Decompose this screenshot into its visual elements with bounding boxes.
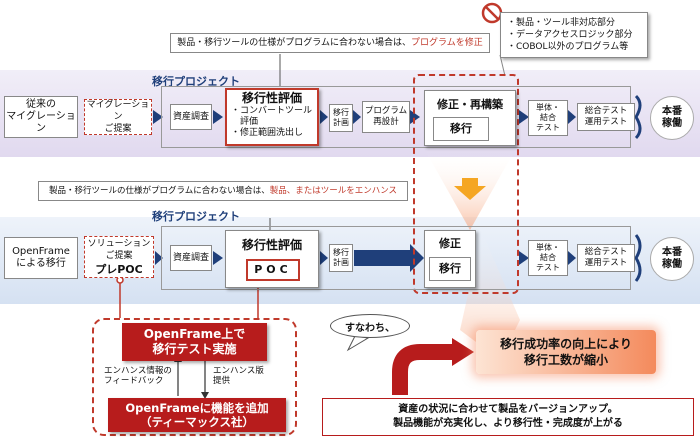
row2-migrate: 移行 xyxy=(429,257,471,281)
row2-brace xyxy=(634,234,642,282)
row2-unit-test: 単体・ 結合 テスト xyxy=(528,240,568,276)
row1-migrate: 移行 xyxy=(433,117,489,141)
row1-fix-box: 修正・再構築 移行 xyxy=(424,90,516,146)
row1-plan: 移行 計画 xyxy=(329,104,353,132)
row2-proposal: ソリューション ご提案 プレPOC xyxy=(84,236,154,278)
row1-unit-test: 単体・ 結合 テスト xyxy=(528,100,568,136)
callout-item: ・製品・ツール非対応部分 xyxy=(507,18,616,28)
row2-thick-arrow xyxy=(354,244,424,272)
row2-prepoc: プレPOC xyxy=(95,263,143,276)
top-note-highlight: プログラムを修正 xyxy=(411,38,483,48)
version-up-box: 資産の状況に合わせて製品をバージョンアップ。 製品機能が充実化し、より移行性・完… xyxy=(322,398,694,436)
row2-fix-title: 修正 xyxy=(439,237,461,250)
callout-item: ・データアクセスロジック部分 xyxy=(507,30,633,40)
row1-system-test: 総合テスト 運用テスト xyxy=(577,103,635,131)
provide-label: エンハンス版 提供 xyxy=(213,366,264,386)
fix-highlight-frame xyxy=(413,74,519,294)
row1-eval-title: 移行性評価 xyxy=(241,91,302,105)
red-curved-arrow xyxy=(392,344,455,395)
row1-eval-box: 移行性評価 ・コンバートツール 評価 ・修正範囲洗出し xyxy=(225,88,319,146)
mid-note-highlight: 製品、またはツールをエンハンス xyxy=(269,186,398,196)
enhance-loop-frame xyxy=(92,318,297,436)
top-note: 製品・移行ツールの仕様がプログラムに合わない場合は、プログラムを修正 xyxy=(170,33,490,53)
top-note-text: 製品・移行ツールの仕様がプログラムに合わない場合は、 xyxy=(177,38,411,48)
row1-brace xyxy=(634,94,642,140)
row1-proposal: マイグレーション ご提案 xyxy=(84,99,152,135)
row2-production: 本番 稼働 xyxy=(650,237,694,281)
prohibited-icon xyxy=(481,2,503,24)
row2-fix-box: 修正 移行 xyxy=(424,230,476,288)
row2-arrows xyxy=(155,251,576,265)
row1-survey: 資産調査 xyxy=(170,104,212,130)
row1-fix-title: 修正・再構築 xyxy=(437,98,503,111)
add-feature-box: OpenFrameに機能を追加 （ティーマックス社） xyxy=(108,398,286,432)
row1-eval-bullet: ・コンバートツール 評価 xyxy=(231,106,313,127)
sunawachi-bubble: すなわち、 xyxy=(330,314,410,338)
mid-note: 製品・移行ツールの仕様がプログラムに合わない場合は、製品、またはツールをエンハン… xyxy=(38,181,408,201)
row1-redesign: プログラム 再設計 xyxy=(362,101,410,133)
row2-project-label: 移行プロジェクト xyxy=(152,210,240,223)
row2-plan: 移行 計画 xyxy=(329,244,353,272)
down-arrow-icon xyxy=(454,178,486,200)
row1-arrows xyxy=(153,110,576,124)
row2-survey: 資産調査 xyxy=(170,245,212,271)
row2-poc: POC xyxy=(246,259,300,281)
row2-label: OpenFrame による移行 xyxy=(4,237,78,279)
row1-project-label: 移行プロジェクト xyxy=(152,75,240,88)
callout-box: ・製品・ツール非対応部分 ・データアクセスロジック部分 ・COBOL以外のプログ… xyxy=(500,12,648,58)
row2-proposal-text: ソリューション ご提案 xyxy=(87,239,151,261)
row1-eval-bullet: ・修正範囲洗出し xyxy=(231,128,304,138)
openframe-test-box: OpenFrame上で 移行テスト実施 xyxy=(122,323,267,361)
row2-eval-title: 移行性評価 xyxy=(241,238,302,252)
row1-production: 本番 稼働 xyxy=(650,96,694,140)
row2-eval-box: 移行性評価 POC xyxy=(225,230,319,288)
feedback-label: エンハンス情報の フィードバック xyxy=(104,366,172,386)
callout-item: ・COBOL以外のプログラム等 xyxy=(507,42,629,52)
mid-note-text: 製品・移行ツールの仕様がプログラムに合わない場合は、 xyxy=(48,186,270,196)
row2-system-test: 総合テスト 運用テスト xyxy=(577,244,635,272)
result-box: 移行成功率の向上により 移行工数が縮小 xyxy=(476,330,656,374)
row1-label: 従来の マイグレーション xyxy=(4,96,78,138)
